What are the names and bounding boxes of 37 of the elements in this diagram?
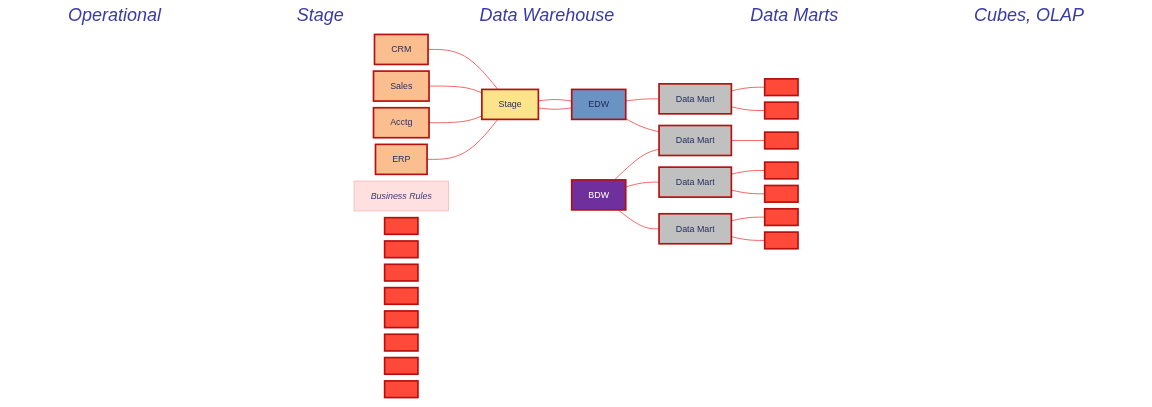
connector [625,98,660,102]
node-box [763,161,799,180]
node-box: Sales [372,70,430,102]
node-box [763,78,799,97]
column-heading: Stage [296,4,344,26]
column-heading: Operational [67,4,161,26]
node-box [383,263,419,282]
node-box [383,333,419,352]
node-box: Data Mart [658,124,733,157]
node-box [763,207,799,227]
node-box: Stage [481,88,540,121]
column-heading: Data Warehouse [479,4,615,26]
node-box [383,310,419,329]
connector [614,148,660,181]
node-box [763,231,799,250]
connector [625,118,660,133]
node-box: BDW [570,179,627,211]
node-box: Data Mart [658,212,733,245]
column-heading: Cubes, OLAP [973,4,1085,26]
node-box: Data Mart [658,83,733,115]
column-heading: Data Marts [750,4,839,26]
node-box: ERP [374,143,428,176]
node-box [383,286,419,306]
node-box: Data Mart [658,166,733,198]
node-box [763,131,799,150]
node-box: Acctg [372,106,430,139]
node-box [383,380,419,399]
connector [617,209,660,230]
connector [625,181,660,188]
node-box: CRM [373,33,429,66]
node-box: Business Rules [353,180,449,212]
node-box: EDW [570,88,627,121]
node-box [763,184,799,203]
node-box [383,356,419,376]
node-box [763,101,799,120]
node-box [383,240,419,259]
node-box [383,216,419,236]
